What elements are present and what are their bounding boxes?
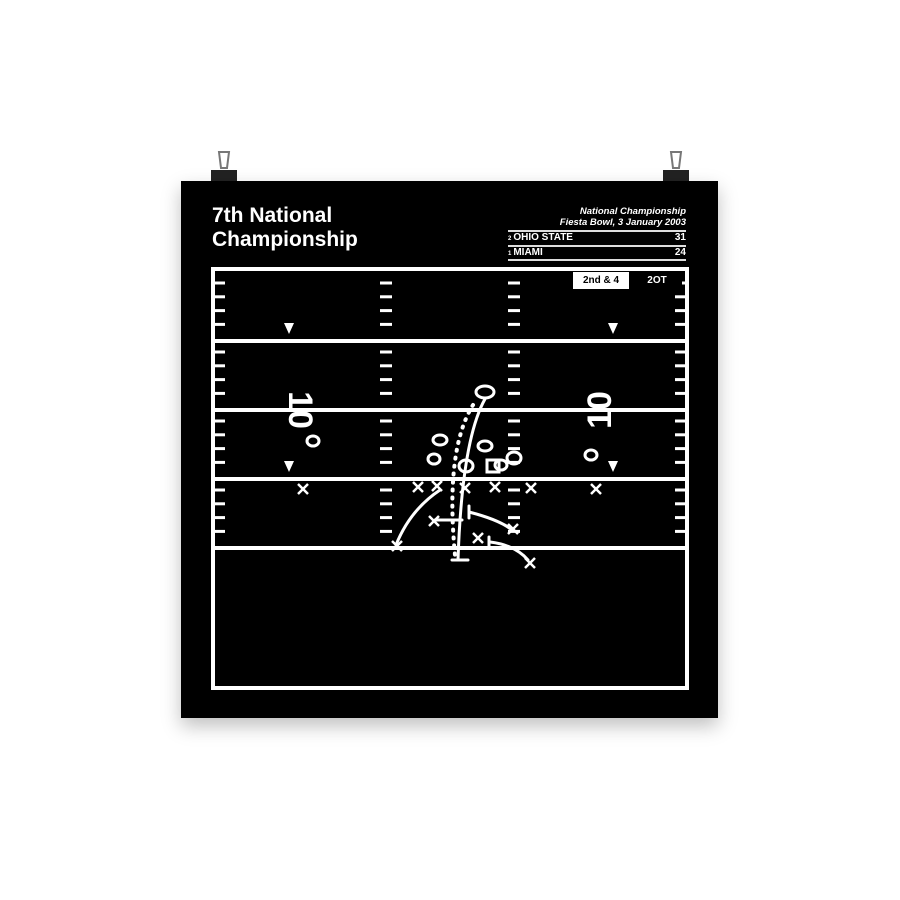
defense-player-x: [459, 482, 471, 494]
defense-player-x: [507, 523, 519, 535]
team-seed: 2: [508, 236, 512, 242]
direction-arrows: [284, 323, 618, 472]
route-dotted: [450, 403, 475, 557]
defense-player-x: [412, 481, 424, 493]
defense-player-x: [590, 483, 602, 495]
team-name: OHIO STATE: [513, 232, 573, 243]
yard-number: 10: [581, 391, 619, 429]
defense-players: [297, 480, 602, 569]
game-period: 2OT: [632, 274, 682, 287]
route-line: [456, 397, 487, 562]
team-name: MIAMI: [513, 247, 543, 258]
defense-player-x: [524, 557, 536, 569]
team-score: 24: [674, 247, 686, 258]
poster-title: 7th National Championship: [212, 204, 358, 251]
team-seed: 1: [508, 251, 512, 257]
game-name: National Championship: [579, 206, 686, 217]
game-details: Fiesta Bowl, 3 January 2003: [559, 217, 686, 228]
defense-player-x: [472, 532, 484, 544]
hash-marks: [215, 281, 685, 533]
offense-player: [474, 384, 496, 400]
defense-player-x: [431, 480, 443, 492]
defense-player-x: [297, 483, 309, 495]
defense-player-x: [525, 482, 537, 494]
game-info: National Championship Fiesta Bowl, 3 Jan…: [508, 206, 686, 228]
defense-player-x: [391, 540, 403, 552]
team-score: 31: [674, 232, 686, 243]
defense-player-x: [489, 481, 501, 493]
yard-number: 10: [281, 391, 319, 429]
play-diagram: [305, 384, 599, 562]
down-and-distance: 2nd & 4: [573, 272, 629, 289]
defense-player-x: [428, 515, 440, 527]
